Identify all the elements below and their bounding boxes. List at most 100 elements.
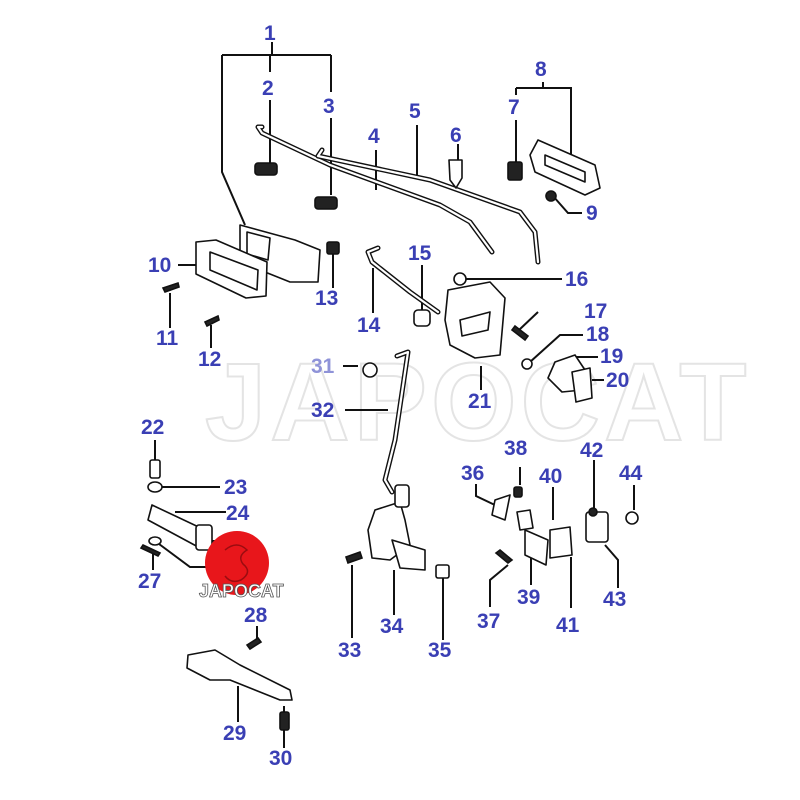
part-13 bbox=[326, 241, 340, 255]
label-41[interactable]: 41 bbox=[556, 614, 580, 637]
leader-1 bbox=[221, 42, 332, 226]
plate-20 bbox=[571, 367, 593, 403]
label-11[interactable]: 11 bbox=[156, 327, 179, 350]
bolt-28 bbox=[245, 636, 263, 651]
leader-43 bbox=[604, 544, 619, 588]
screw-33 bbox=[344, 550, 364, 565]
label-42[interactable]: 42 bbox=[580, 439, 603, 462]
leader-36 bbox=[475, 484, 498, 507]
rod-5 bbox=[315, 147, 541, 265]
bolt-30 bbox=[279, 711, 290, 731]
label-13[interactable]: 13 bbox=[315, 287, 338, 310]
leader-lines bbox=[152, 42, 635, 748]
label-21[interactable]: 21 bbox=[468, 390, 492, 413]
hinge-25 bbox=[195, 524, 213, 551]
label-32[interactable]: 32 bbox=[311, 399, 334, 422]
bolt-22 bbox=[149, 459, 161, 479]
logo-text: JAPOCAT bbox=[199, 581, 284, 601]
screw-12 bbox=[203, 314, 220, 328]
label-1[interactable]: 1 bbox=[264, 22, 276, 45]
label-19[interactable]: 19 bbox=[600, 345, 623, 368]
leader-9 bbox=[552, 195, 582, 214]
washer-18 bbox=[521, 358, 533, 370]
label-40[interactable]: 40 bbox=[539, 465, 562, 488]
label-9[interactable]: 9 bbox=[586, 202, 598, 225]
clip-35 bbox=[435, 564, 450, 579]
check-link-29 bbox=[186, 649, 293, 701]
label-44[interactable]: 44 bbox=[619, 462, 643, 485]
rod-4 bbox=[255, 124, 495, 255]
bezel-10-inner bbox=[209, 251, 259, 291]
label-16[interactable]: 16 bbox=[565, 268, 588, 291]
inner-handle-1-lever bbox=[246, 231, 271, 261]
screw-38 bbox=[513, 486, 523, 498]
label-20[interactable]: 20 bbox=[606, 369, 629, 392]
label-4[interactable]: 4 bbox=[368, 125, 380, 148]
actuator-34-plunger bbox=[394, 484, 410, 508]
label-29[interactable]: 29 bbox=[223, 722, 246, 745]
label-22[interactable]: 22 bbox=[141, 416, 164, 439]
leader-18 bbox=[529, 334, 583, 363]
rod-32 bbox=[382, 349, 411, 495]
bracket-41 bbox=[549, 526, 573, 559]
label-30[interactable]: 30 bbox=[269, 747, 292, 770]
label-37[interactable]: 37 bbox=[477, 610, 500, 633]
outer-handle-8-detail bbox=[544, 154, 586, 183]
grommet-44 bbox=[625, 511, 639, 525]
label-6[interactable]: 6 bbox=[450, 124, 462, 147]
screw-17 bbox=[510, 324, 530, 342]
clip-15 bbox=[413, 309, 431, 327]
part-16 bbox=[453, 272, 467, 286]
label-3[interactable]: 3 bbox=[323, 95, 335, 118]
logo-emblem-icon bbox=[224, 544, 249, 583]
parts bbox=[139, 124, 639, 731]
clip-6 bbox=[448, 159, 463, 189]
label-18[interactable]: 18 bbox=[586, 323, 610, 346]
rod-14 bbox=[365, 245, 441, 315]
leader-37 bbox=[489, 564, 509, 607]
label-24[interactable]: 24 bbox=[226, 502, 250, 525]
clip-2 bbox=[254, 162, 278, 176]
clip-3 bbox=[314, 196, 338, 210]
label-23[interactable]: 23 bbox=[224, 476, 247, 499]
washer-23 bbox=[147, 481, 163, 493]
label-33[interactable]: 33 bbox=[338, 639, 361, 662]
label-39[interactable]: 39 bbox=[517, 586, 540, 609]
label-34[interactable]: 34 bbox=[380, 615, 404, 638]
label-2[interactable]: 2 bbox=[262, 77, 274, 100]
label-5[interactable]: 5 bbox=[409, 100, 421, 123]
part-7 bbox=[507, 161, 523, 181]
label-12[interactable]: 12 bbox=[198, 348, 221, 371]
nut-9 bbox=[545, 190, 557, 202]
label-17[interactable]: 17 bbox=[584, 300, 607, 323]
door-lock-21-detail bbox=[459, 311, 491, 337]
label-28[interactable]: 28 bbox=[244, 604, 268, 627]
logo-red-circle bbox=[205, 531, 269, 595]
plate-40 bbox=[516, 509, 534, 531]
washer-26 bbox=[148, 536, 162, 546]
cover-36 bbox=[491, 494, 511, 521]
label-36[interactable]: 36 bbox=[461, 462, 484, 485]
screw-37 bbox=[494, 548, 514, 565]
screw-42 bbox=[588, 507, 598, 517]
label-31[interactable]: 31 bbox=[311, 355, 335, 378]
spring-27 bbox=[139, 543, 162, 558]
switch-43 bbox=[585, 511, 609, 543]
part-labels[interactable]: 1 2 3 4 5 6 7 8 9 10 11 12 13 14 15 16 1… bbox=[138, 22, 643, 770]
label-8[interactable]: 8 bbox=[535, 58, 547, 81]
label-35[interactable]: 35 bbox=[428, 639, 452, 662]
label-14[interactable]: 14 bbox=[357, 314, 381, 337]
label-43[interactable]: 43 bbox=[603, 588, 626, 611]
label-27[interactable]: 27 bbox=[138, 570, 161, 593]
japocat-logo: JAPOCAT bbox=[199, 531, 284, 601]
actuator-34-motor bbox=[391, 539, 426, 571]
label-7[interactable]: 7 bbox=[508, 96, 520, 119]
label-15[interactable]: 15 bbox=[408, 242, 432, 265]
label-38[interactable]: 38 bbox=[504, 437, 528, 460]
clip-31 bbox=[362, 362, 378, 378]
watermark-text: JAPOCAT bbox=[205, 341, 750, 464]
screw-11 bbox=[161, 281, 180, 293]
label-10[interactable]: 10 bbox=[148, 254, 171, 277]
leader-17 bbox=[518, 311, 539, 331]
